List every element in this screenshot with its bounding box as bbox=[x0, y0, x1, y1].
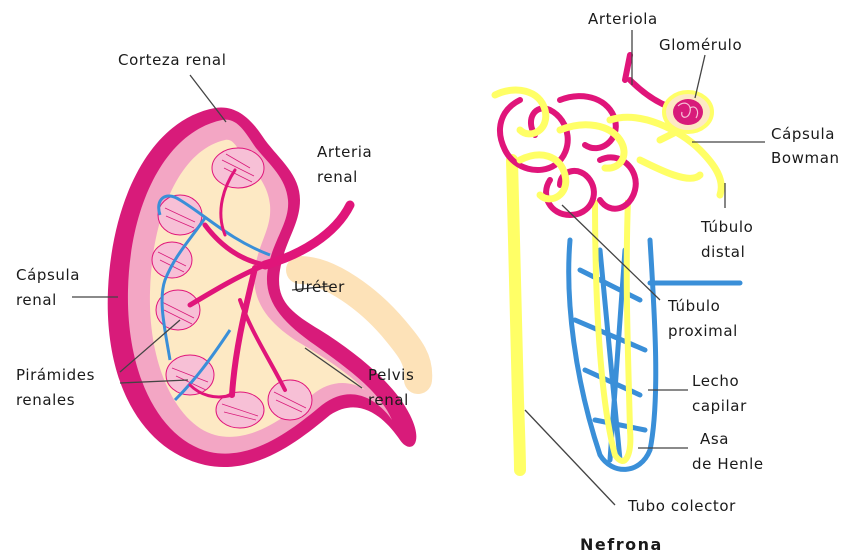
label-capsula-renal-line2: renal bbox=[16, 291, 57, 310]
label-pelvis-renal-line2: renal bbox=[368, 391, 409, 410]
label-capsula-bowman-line2: Bowman bbox=[771, 149, 840, 168]
collecting-tube bbox=[512, 160, 520, 470]
label-tubulo-proximal-line1: Túbulo bbox=[668, 297, 720, 316]
label-arteria-renal-line2: renal bbox=[317, 168, 358, 187]
label-tubulo-distal-line2: distal bbox=[701, 243, 745, 262]
label-capsula-bowman-line1: Cápsula bbox=[771, 125, 835, 144]
glomerulus bbox=[673, 99, 703, 125]
label-asa-henle-line1: Asa bbox=[700, 430, 729, 449]
label-tubulo-proximal-line2: proximal bbox=[668, 322, 738, 341]
label-asa-henle-line2: de Henle bbox=[692, 455, 764, 474]
label-lecho-capilar-line2: capilar bbox=[692, 397, 747, 416]
leader-glomerulo bbox=[695, 55, 705, 98]
label-glomerulo: Glomérulo bbox=[659, 36, 742, 55]
label-lecho-capilar-line1: Lecho bbox=[692, 372, 739, 391]
label-ureter: Uréter bbox=[294, 278, 345, 297]
label-pelvis-renal-line1: Pelvis bbox=[368, 366, 414, 385]
label-piramides-renales-line2: renales bbox=[16, 391, 75, 410]
label-tubulo-distal-line1: Túbulo bbox=[701, 218, 753, 237]
label-arteria-renal-line1: Arteria bbox=[317, 143, 372, 162]
figure-caption-nefrona: Nefrona bbox=[580, 535, 663, 554]
label-arteriola: Arteriola bbox=[588, 10, 658, 29]
label-corteza-renal: Corteza renal bbox=[118, 51, 227, 70]
label-piramides-renales-line1: Pirámides bbox=[16, 366, 95, 385]
label-tubo-colector: Tubo colector bbox=[628, 497, 736, 516]
label-capsula-renal-line1: Cápsula bbox=[16, 266, 80, 285]
